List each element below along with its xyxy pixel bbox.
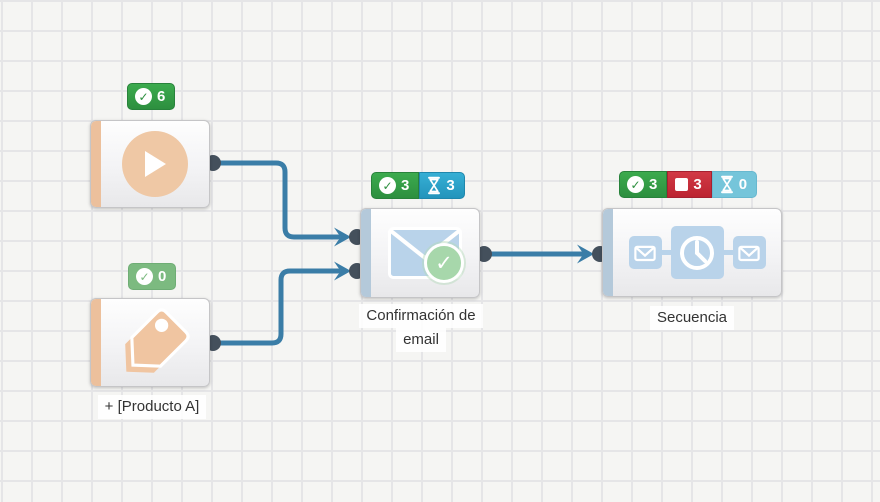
completed-count-badge[interactable]: ✓ 0	[128, 263, 177, 290]
node-start-trigger[interactable]	[90, 120, 210, 208]
hourglass-icon	[720, 175, 733, 194]
node-email-confirmation[interactable]: ✓	[360, 208, 480, 298]
sequence-link	[723, 250, 733, 255]
check-circle-icon: ✓	[424, 243, 464, 283]
badge-value: 3	[446, 177, 455, 194]
node-label-text: Secuencia	[649, 306, 735, 330]
stop-square-icon	[675, 178, 689, 191]
node-tag-trigger[interactable]	[90, 298, 210, 387]
sequence-icon	[628, 226, 766, 279]
connector-tag-to-email	[210, 268, 341, 346]
completed-count-badge[interactable]: ✓ 6	[127, 83, 176, 110]
node-accent-stripe	[603, 209, 613, 296]
badge-group-email: ✓ 3 3	[371, 172, 465, 199]
node-label-text: + [Producto A]	[97, 395, 207, 419]
arrowhead-icon	[334, 261, 351, 281]
badge-value: 0	[738, 176, 748, 193]
badge-value: 3	[649, 176, 658, 193]
badge-group-tag: ✓ 0	[128, 263, 177, 290]
node-label-text: email	[396, 328, 446, 352]
node-accent-stripe	[91, 121, 101, 207]
stopped-count-badge[interactable]: 3	[667, 171, 712, 198]
check-circle-icon: ✓	[135, 88, 152, 105]
badge-value: 3	[693, 176, 702, 193]
check-circle-icon: ✓	[379, 177, 396, 194]
completed-count-badge[interactable]: ✓ 3	[619, 171, 668, 198]
badge-group-sequence: ✓ 3 3 0	[619, 171, 758, 198]
node-label-sequence[interactable]: Secuencia	[597, 306, 787, 330]
clock-icon	[670, 226, 724, 279]
sequence-link	[661, 250, 671, 255]
connector-start-to-email	[210, 160, 341, 240]
play-icon	[122, 131, 188, 197]
node-accent-stripe	[361, 209, 371, 297]
check-circle-icon: ✓	[627, 176, 644, 193]
node-label-tag[interactable]: + [Producto A]	[52, 395, 252, 419]
hourglass-icon	[428, 176, 441, 195]
node-label-email[interactable]: Confirmación de email	[341, 304, 501, 352]
check-circle-icon: ✓	[136, 268, 153, 285]
envelope-icon	[732, 236, 766, 269]
node-accent-stripe	[91, 299, 101, 386]
completed-count-badge[interactable]: ✓ 3	[371, 172, 420, 199]
waiting-count-badge[interactable]: 0	[711, 171, 758, 198]
email-check-icon: ✓	[388, 227, 464, 283]
output-port[interactable]	[476, 246, 492, 262]
arrowhead-icon	[334, 227, 351, 247]
badge-value: 3	[401, 177, 410, 194]
envelope-icon	[628, 236, 662, 269]
badge-value: 0	[158, 268, 167, 285]
tag-icon	[125, 307, 190, 373]
node-sequence[interactable]	[602, 208, 782, 297]
waiting-count-badge[interactable]: 3	[419, 172, 465, 199]
node-label-text: Confirmación de	[359, 304, 483, 328]
badge-group-start: ✓ 6	[127, 83, 176, 110]
arrowhead-icon	[577, 244, 594, 264]
badge-value: 6	[157, 88, 166, 105]
